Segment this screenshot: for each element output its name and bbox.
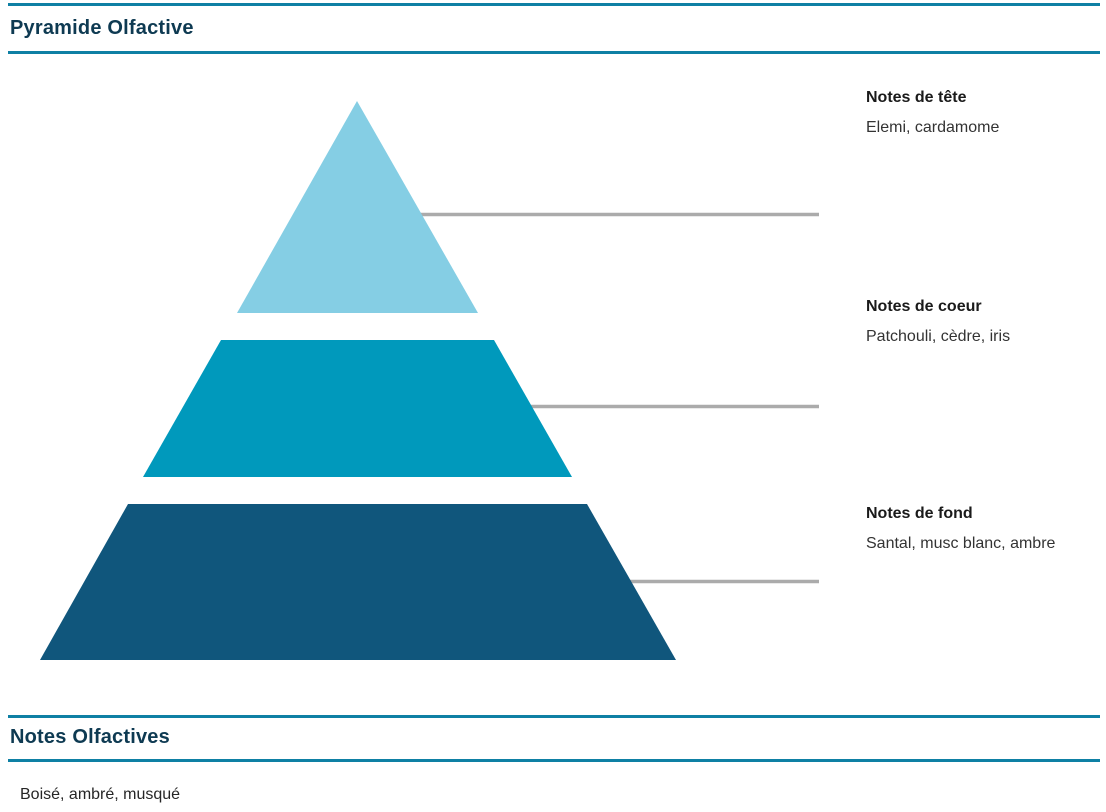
note-label-group-top: Notes de tête Elemi, cardamome: [866, 89, 1106, 137]
pyramid-tier-base-shape: [40, 504, 676, 660]
notes-section-top-rule: [8, 715, 1100, 718]
note-label-group-base: Notes de fond Santal, musc blanc, ambre: [866, 505, 1106, 553]
note-body-base: Santal, musc blanc, ambre: [866, 535, 1056, 552]
note-body-heart: Patchouli, cèdre, iris: [866, 328, 1011, 345]
pyramid-tier-top-shape: [237, 101, 478, 313]
note-body-top: Elemi, cardamome: [866, 119, 1000, 136]
note-heading-heart: Notes de coeur: [866, 298, 982, 315]
note-heading-top: Notes de tête: [866, 89, 967, 106]
top-accent-rule: [8, 3, 1100, 6]
notes-section-title: Notes Olfactives: [10, 726, 170, 748]
page-title: Pyramide Olfactive: [10, 17, 194, 39]
pyramid-tier-heart-shape: [143, 340, 572, 477]
note-heading-base: Notes de fond: [866, 505, 973, 522]
notes-section-underline-rule: [8, 759, 1100, 762]
notes-content-text: Boisé, ambré, musqué: [20, 786, 181, 803]
note-label-group-heart: Notes de coeur Patchouli, cèdre, iris: [866, 298, 1106, 346]
title-underline-rule: [8, 51, 1100, 54]
